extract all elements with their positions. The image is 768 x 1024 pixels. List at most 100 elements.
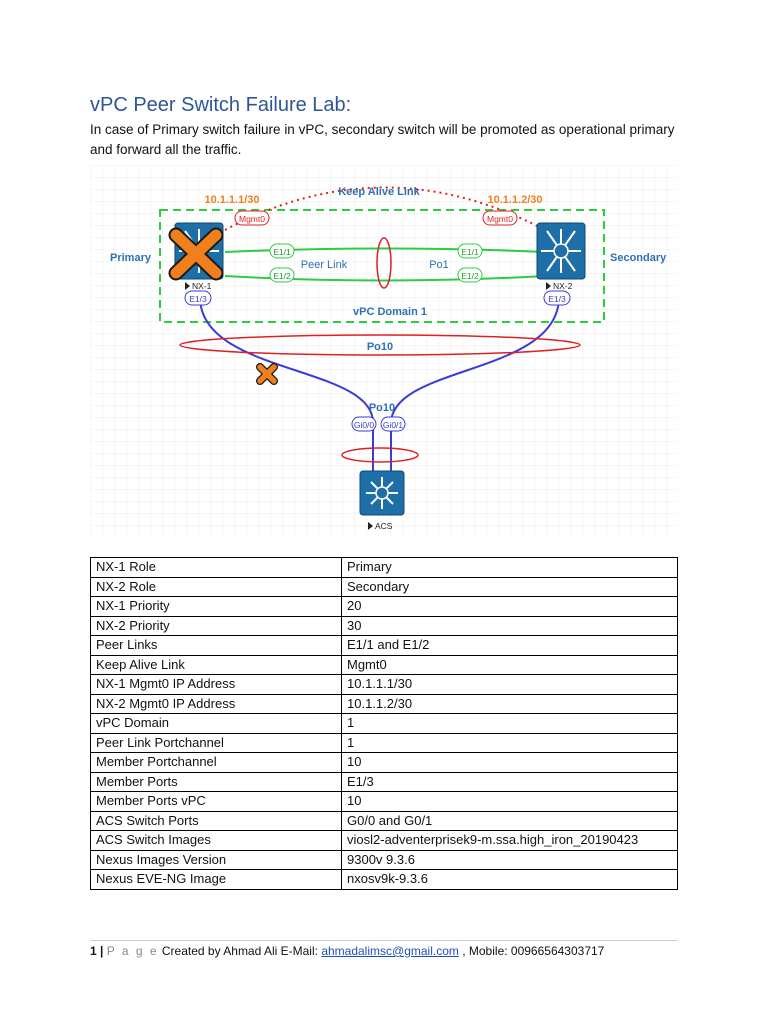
e11-left-pill xyxy=(269,243,295,259)
mgmt-right-pill xyxy=(482,210,518,226)
e12-right-label: E1/2 xyxy=(461,271,479,281)
keepalive-label: Keep Alive Link xyxy=(338,186,420,198)
e13-right-label: E1/3 xyxy=(548,294,566,304)
value-cell: 9300v 9.3.6 xyxy=(341,849,678,870)
nx2-switch-icon[interactable] xyxy=(536,222,586,280)
footer-divider xyxy=(90,940,678,941)
value-cell: E1/3 xyxy=(341,771,678,792)
value-cell: viosl2-adventerprisek9-m.ssa.high_iron_2… xyxy=(341,830,678,851)
nx2-play-icon xyxy=(546,282,551,290)
nx1-label: NX-1 xyxy=(192,281,212,291)
page-title: vPC Peer Switch Failure Lab: xyxy=(90,94,352,116)
diagram-canvas: Keep Alive Link 10.1.1.1/30 10.1.1.2/30 … xyxy=(90,165,678,537)
ip-left-label: 10.1.1.1/30 xyxy=(204,194,259,206)
parameter-cell: ACS Switch Ports xyxy=(90,810,342,831)
acs-label: ACS xyxy=(375,521,393,531)
po1-label: Po1 xyxy=(429,259,449,271)
parameter-cell: Nexus Images Version xyxy=(90,849,342,870)
parameter-cell: Member Ports vPC xyxy=(90,791,342,812)
parameter-cell: Member Portchannel xyxy=(90,752,342,773)
peer-link-e12 xyxy=(224,275,546,282)
value-cell: 10 xyxy=(341,752,678,773)
value-cell: G0/0 and G0/1 xyxy=(341,810,678,831)
mgmt-left-pill xyxy=(234,210,270,226)
parameter-cell: Peer Links xyxy=(90,635,342,656)
value-cell: Mgmt0 xyxy=(341,654,678,675)
member-link-left xyxy=(199,296,375,473)
e11-left-label: E1/1 xyxy=(273,247,291,257)
vpc-domain-box xyxy=(159,209,605,323)
value-cell: E1/1 and E1/2 xyxy=(341,635,678,656)
parameter-cell: Nexus EVE-NG Image xyxy=(90,869,342,890)
g00-pill xyxy=(351,416,377,432)
e12-left-label: E1/2 xyxy=(273,271,291,281)
value-cell: Secondary xyxy=(341,576,678,597)
parameter-cell: NX-1 Mgmt0 IP Address xyxy=(90,674,342,695)
e12-right-pill xyxy=(457,267,483,283)
parameter-cell: NX-2 Role xyxy=(90,576,342,597)
nx1-play-icon xyxy=(185,282,190,290)
g01-pill xyxy=(380,416,406,432)
acs-switch-icon[interactable] xyxy=(359,470,405,516)
value-cell: 10.1.1.1/30 xyxy=(341,674,678,695)
mobile-text: , Mobile: 00966564303717 xyxy=(462,944,605,958)
parameter-cell: NX-1 Role xyxy=(90,557,342,578)
parameter-cell: Member Ports xyxy=(90,771,342,792)
po10-ellipse-top xyxy=(179,334,581,356)
e11-right-label: E1/1 xyxy=(461,247,479,257)
nx1-failure-x-icon xyxy=(168,227,224,281)
role-left-label: Primary xyxy=(110,252,152,264)
value-cell: 10.1.1.2/30 xyxy=(341,693,678,714)
value-cell: 20 xyxy=(341,596,678,617)
author-text: Created by Ahmad Ali E-Mail: xyxy=(161,944,318,958)
role-right-label: Secondary xyxy=(610,252,667,264)
po1-ellipse xyxy=(376,237,392,289)
acs-play-icon xyxy=(368,522,373,530)
g00-label: Gi0/0 xyxy=(354,420,375,430)
mgmt-right-label: Mgmt0 xyxy=(487,214,513,224)
email-link[interactable]: ahmadalimsc@gmail.com xyxy=(321,944,459,958)
page-separator: | xyxy=(100,944,104,958)
page-number: 1 xyxy=(90,944,97,958)
peer-link-e11 xyxy=(224,247,546,253)
value-cell: Primary xyxy=(341,557,678,578)
po10-bottom-label: Po10 xyxy=(369,402,395,414)
page-word: P a g e xyxy=(106,944,159,958)
value-cell: 10 xyxy=(341,791,678,812)
link-failure-x-icon xyxy=(256,363,278,385)
parameter-cell: Keep Alive Link xyxy=(90,654,342,675)
mgmt-left-label: Mgmt0 xyxy=(239,214,265,224)
page-footer: 1 | P a g e Created by Ahmad Ali E-Mail:… xyxy=(90,944,604,958)
parameter-cell: NX-2 Mgmt0 IP Address xyxy=(90,693,342,714)
value-cell: 1 xyxy=(341,732,678,753)
g01-label: Gi0/1 xyxy=(383,420,404,430)
vpc-domain-label: vPC Domain 1 xyxy=(353,306,427,318)
parameter-cell: vPC Domain xyxy=(90,713,342,734)
e13-right-pill xyxy=(543,290,571,306)
peer-link-label: Peer Link xyxy=(301,259,348,271)
parameter-cell: NX-2 Priority xyxy=(90,615,342,636)
parameter-cell: Peer Link Portchannel xyxy=(90,732,342,753)
value-cell: 1 xyxy=(341,713,678,734)
member-link-right xyxy=(390,296,560,473)
e12-left-pill xyxy=(269,267,295,283)
e11-right-pill xyxy=(457,243,483,259)
parameter-cell: ACS Switch Images xyxy=(90,830,342,851)
